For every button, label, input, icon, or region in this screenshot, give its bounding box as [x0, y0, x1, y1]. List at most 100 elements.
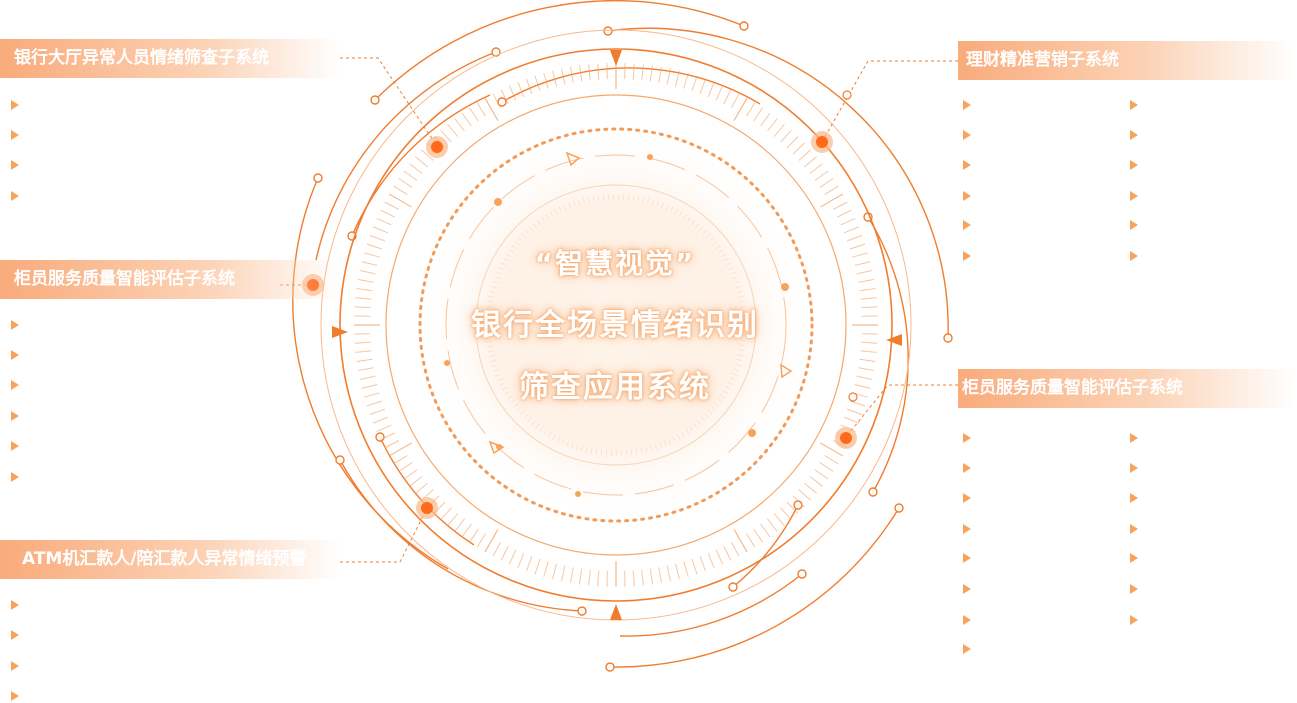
tick-mark [786, 501, 799, 514]
tick-mark [420, 149, 434, 161]
tick-mark [588, 64, 591, 81]
tick-mark [745, 102, 756, 117]
bullet-marker [11, 160, 19, 170]
bullet-marker [1130, 251, 1138, 261]
tick-mark [666, 565, 671, 582]
leader-lines [280, 57, 958, 563]
tick-mark [369, 408, 385, 416]
tick-mark [760, 112, 771, 127]
tick-mark [409, 476, 423, 487]
tick-mark [854, 261, 871, 266]
bullet-marker [11, 191, 19, 201]
tick-mark [384, 440, 400, 449]
tick-mark [393, 185, 408, 196]
bullet-marker [11, 630, 19, 640]
tick-mark [409, 163, 423, 174]
bullet-marker [963, 220, 971, 230]
tick-mark [597, 570, 600, 587]
tick-mark [798, 489, 812, 501]
tick-mark [355, 297, 372, 300]
tick-mark [707, 552, 715, 569]
inner-dots [444, 154, 789, 497]
tick-mark [819, 462, 834, 472]
tick-mark [461, 523, 472, 538]
tick-mark [731, 541, 740, 557]
tick-mark [840, 217, 856, 226]
tick-mark [675, 70, 680, 87]
tick-mark [579, 568, 583, 585]
bullet-marker [11, 350, 19, 360]
tick-mark [792, 495, 805, 508]
tick-mark [847, 234, 863, 242]
bullet-marker [1130, 100, 1138, 110]
tick-mark [666, 68, 671, 85]
bullet-marker [11, 472, 19, 482]
label-teller-quality-right: 柜员服务质量智能评估子系统 [958, 369, 1297, 408]
label-hall-emotion-screening: 银行大厅异常人员情绪筛查子系统 [0, 39, 340, 78]
tick-mark [525, 556, 533, 572]
label-atm-emotion-warning: ATM机汇款人/陪汇款人异常情绪预警 [0, 540, 340, 579]
tick-mark [814, 170, 829, 181]
bullet-marker [1130, 130, 1138, 140]
tick-mark [461, 112, 472, 127]
tick-mark [649, 568, 653, 585]
tick-mark [376, 217, 392, 226]
tick-mark [861, 315, 878, 317]
tick-mark [588, 569, 591, 586]
tick-mark [447, 123, 459, 137]
tick-mark [699, 78, 707, 94]
main-ring [339, 48, 893, 602]
bullet-marker [1130, 524, 1138, 534]
tick-mark [820, 442, 844, 457]
bullet-marker [11, 100, 19, 110]
tick-mark [579, 65, 583, 82]
bullet-marker [963, 160, 971, 170]
tick-mark [363, 392, 380, 398]
tick-mark [361, 261, 378, 266]
tick-mark [767, 518, 778, 532]
bullet-marker [963, 251, 971, 261]
tick-mark [403, 170, 418, 181]
bullet-marker [1130, 433, 1138, 443]
tick-mark [786, 136, 799, 149]
tick-mark [773, 513, 785, 527]
tick-mark [354, 333, 371, 335]
tick-mark [363, 252, 380, 258]
tick-mark [354, 315, 371, 317]
tick-mark [606, 63, 608, 80]
tick-mark [849, 400, 866, 407]
tick-mark [691, 558, 698, 575]
tick-mark [859, 288, 876, 292]
tick-mark [624, 63, 626, 80]
tick-mark [388, 193, 412, 208]
tick-mark [858, 367, 875, 371]
tick-mark [753, 528, 763, 543]
tick-mark [361, 384, 378, 389]
tick-mark [561, 565, 566, 582]
tick-mark [355, 350, 372, 353]
tick-mark [543, 72, 549, 89]
tick-mark [683, 72, 689, 89]
pointer-triangles [332, 50, 902, 620]
tick-mark [856, 270, 873, 275]
tick-mark [440, 129, 452, 143]
tick-mark [760, 523, 771, 538]
bullet-marker [1130, 584, 1138, 594]
tick-mark [836, 209, 852, 218]
tick-mark [356, 358, 373, 362]
bullet-marker [1130, 615, 1138, 625]
tick-mark [561, 68, 566, 85]
tick-mark [632, 570, 635, 587]
tick-mark [707, 81, 715, 98]
bullet-marker [11, 441, 19, 451]
tick-mark [469, 107, 479, 122]
tick-ring [354, 63, 878, 587]
tick-mark [658, 66, 662, 83]
tick-mark [849, 243, 866, 250]
tick-mark [570, 567, 574, 584]
tick-mark [525, 78, 533, 94]
tick-mark [384, 201, 400, 210]
bullet-marker [963, 615, 971, 625]
tick-mark [476, 533, 487, 548]
tick-mark [859, 358, 876, 362]
